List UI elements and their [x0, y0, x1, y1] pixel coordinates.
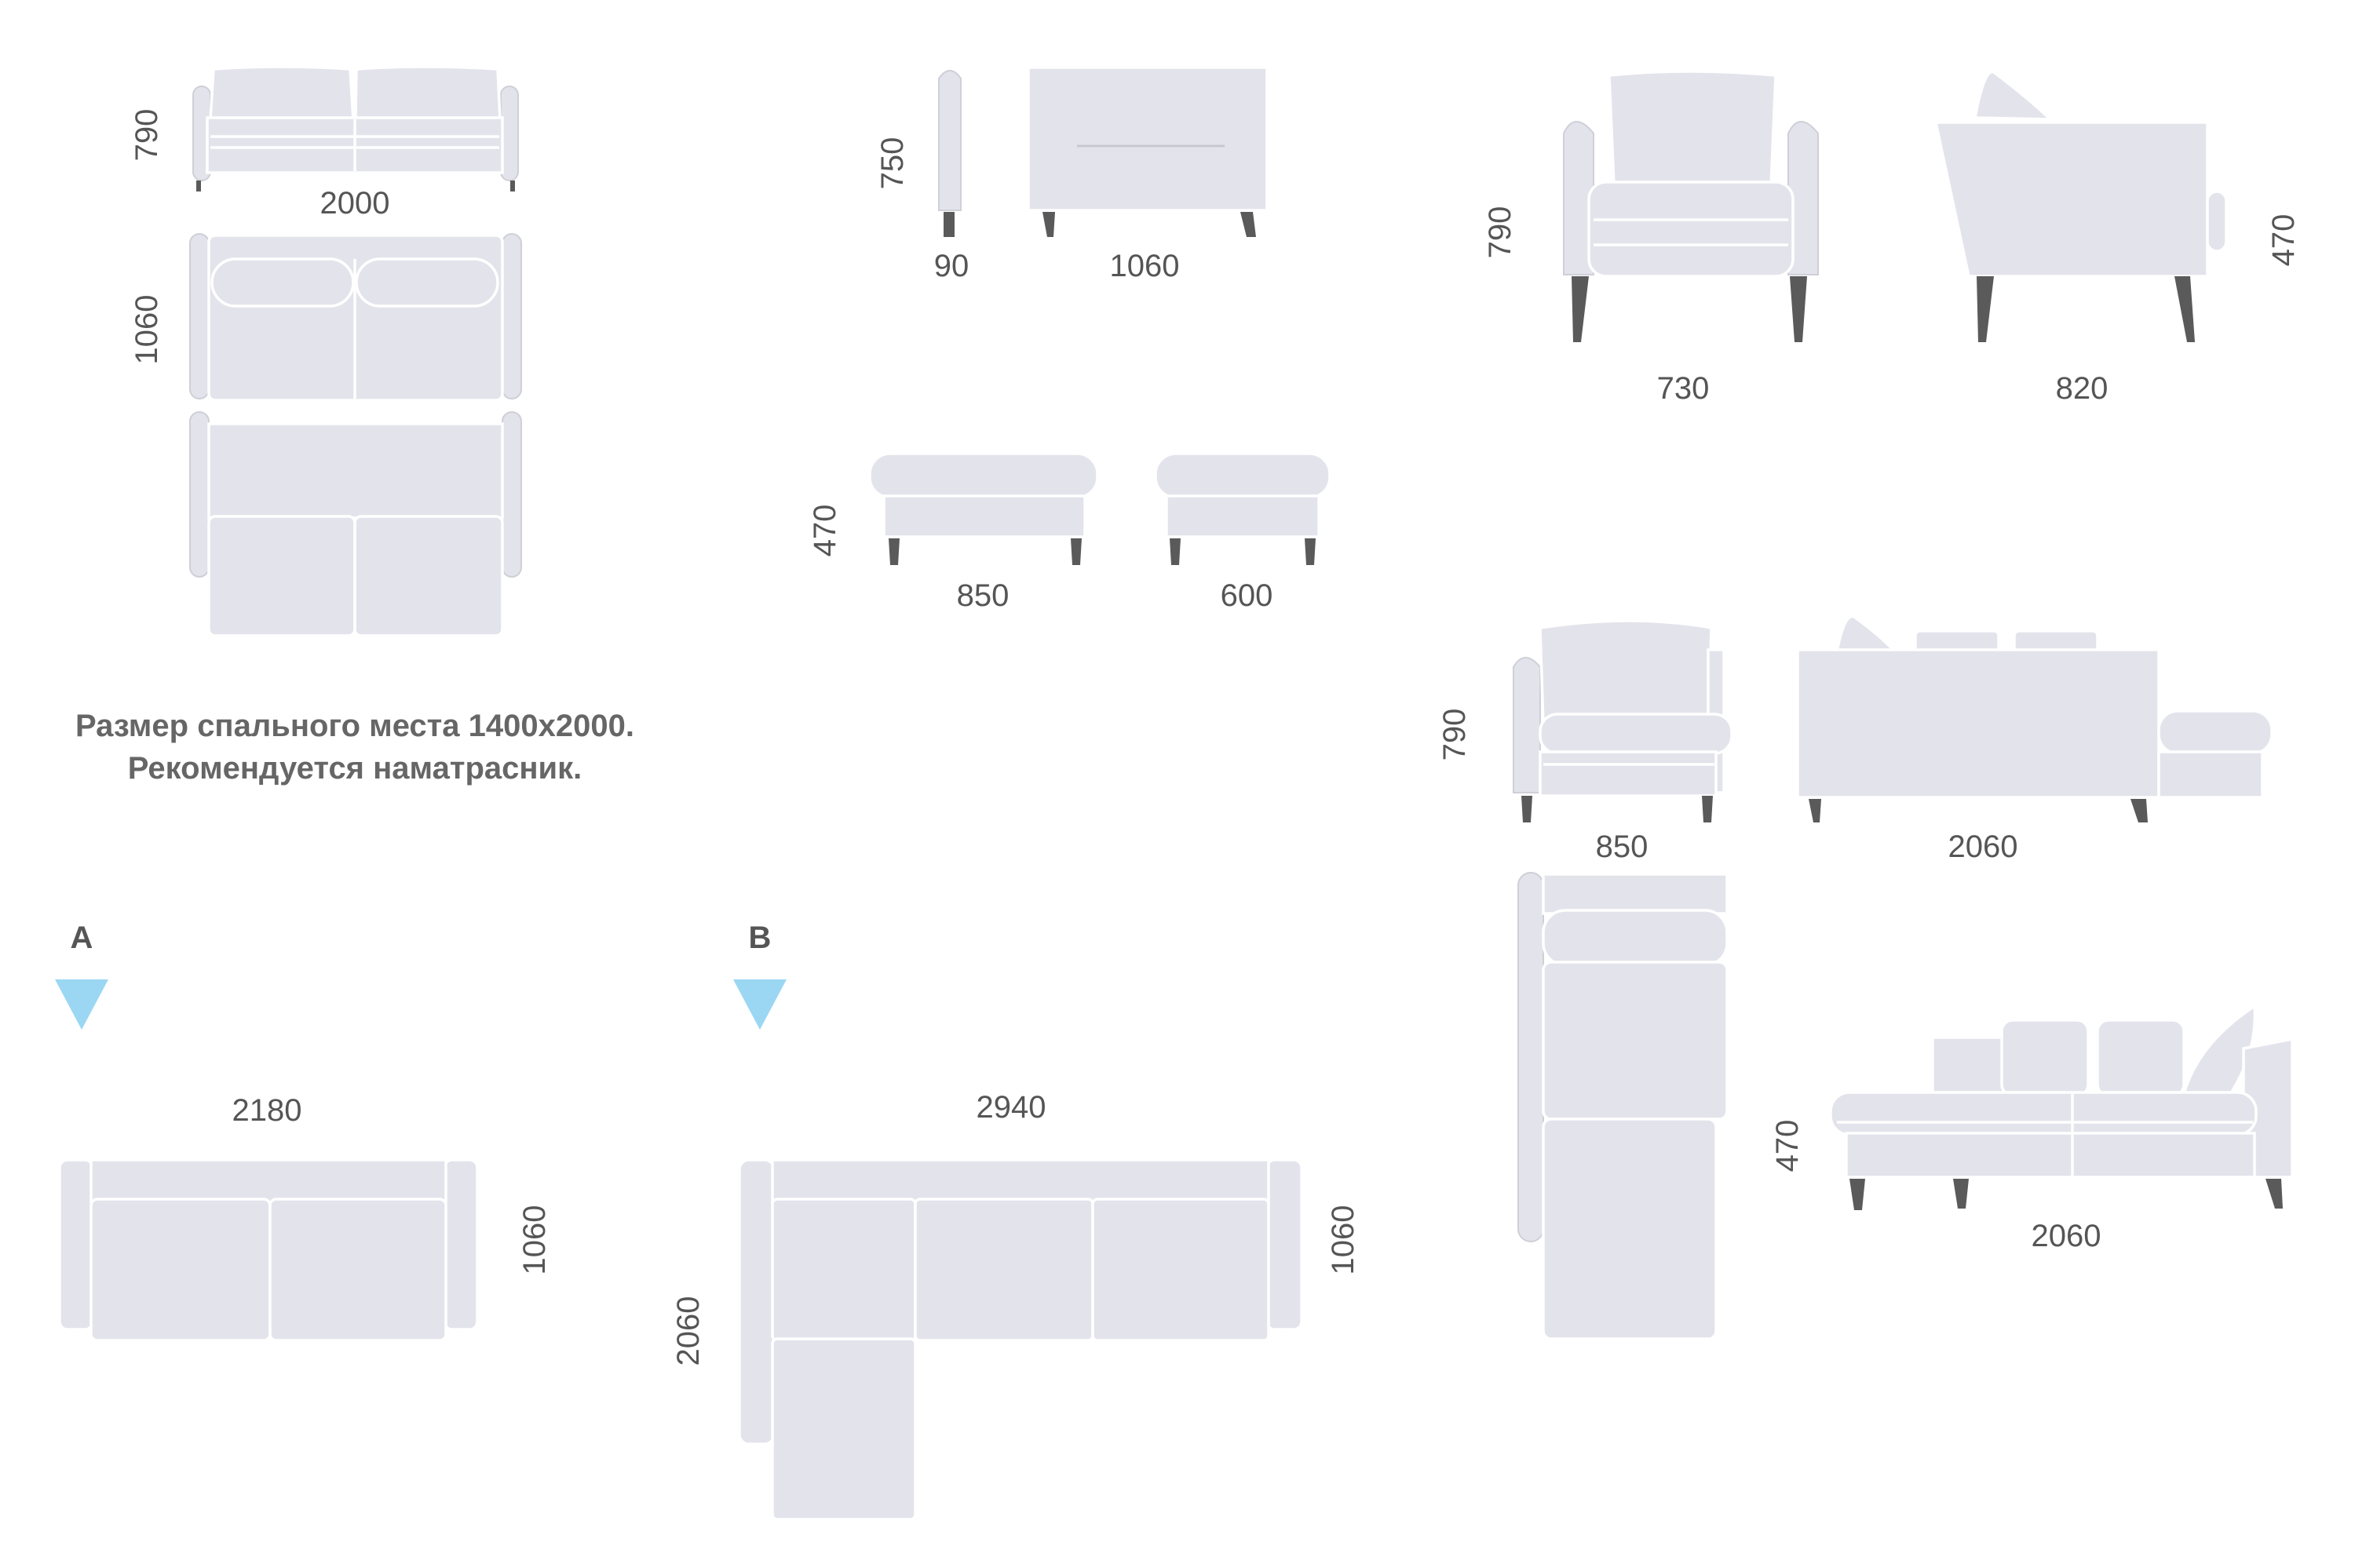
- config-b-length-label: 2060: [671, 1296, 706, 1366]
- corner-side-view: [1829, 1003, 2294, 1210]
- config-b-width-label: 2940: [977, 1090, 1046, 1125]
- ottoman-large: [868, 452, 1099, 565]
- sofa-front-width-label: 2000: [320, 186, 390, 221]
- armrest-width-label: 90: [934, 249, 969, 283]
- armchair-height-label: 790: [1483, 206, 1517, 259]
- corner-side-height-label: 470: [1770, 1120, 1805, 1172]
- armchair-side-view: [1933, 70, 2228, 342]
- sofa-front-view: [192, 65, 519, 191]
- sofa-plan-view: [189, 233, 522, 402]
- sleeping-area-note: Размер спального места 1400х2000.: [75, 709, 634, 743]
- sofa-bed-view: [189, 411, 522, 637]
- sofa-plan-depth-label: 1060: [130, 295, 164, 365]
- armrest-depth-label: 1060: [1110, 249, 1180, 283]
- config-b-depth-label: 1060: [1326, 1205, 1360, 1275]
- ottoman-small-width-label: 600: [1221, 578, 1273, 613]
- config-b-marker-icon: [733, 979, 787, 1030]
- mattress-topper-note: Рекомендуется наматрасник.: [128, 751, 582, 786]
- config-a-plan: [58, 1158, 479, 1342]
- config-b-label: B: [749, 921, 772, 955]
- ottoman-height-label: 470: [808, 505, 842, 557]
- armchair-seat-height-label: 470: [2266, 214, 2301, 267]
- corner-side-width-label: 2060: [2032, 1219, 2101, 1253]
- ottoman-small: [1154, 452, 1331, 565]
- corner-back-width-label: 2060: [1948, 830, 2018, 864]
- config-a-width-label: 2180: [232, 1093, 302, 1128]
- corner-module-width-label: 850: [1596, 830, 1648, 864]
- armchair-width-label: 730: [1657, 371, 1710, 406]
- corner-back-view: [1796, 614, 2273, 822]
- config-a-marker-icon: [55, 979, 108, 1030]
- armrest-side-view: [938, 70, 962, 237]
- armchair-front-view: [1563, 70, 1819, 342]
- config-a-label: A: [71, 921, 93, 955]
- config-b-plan: [738, 1158, 1303, 1521]
- corner-module-height-label: 790: [1437, 709, 1472, 761]
- armrest-height-label: 750: [875, 137, 910, 190]
- sofa-front-height-label: 790: [130, 109, 164, 162]
- corner-module-front-view: [1513, 619, 1733, 822]
- corner-plan-view: [1517, 872, 1729, 1340]
- armrest-front-view: [1027, 66, 1269, 237]
- ottoman-large-width-label: 850: [957, 578, 1010, 613]
- config-a-depth-label: 1060: [517, 1205, 552, 1275]
- armchair-depth-label: 820: [2056, 371, 2109, 406]
